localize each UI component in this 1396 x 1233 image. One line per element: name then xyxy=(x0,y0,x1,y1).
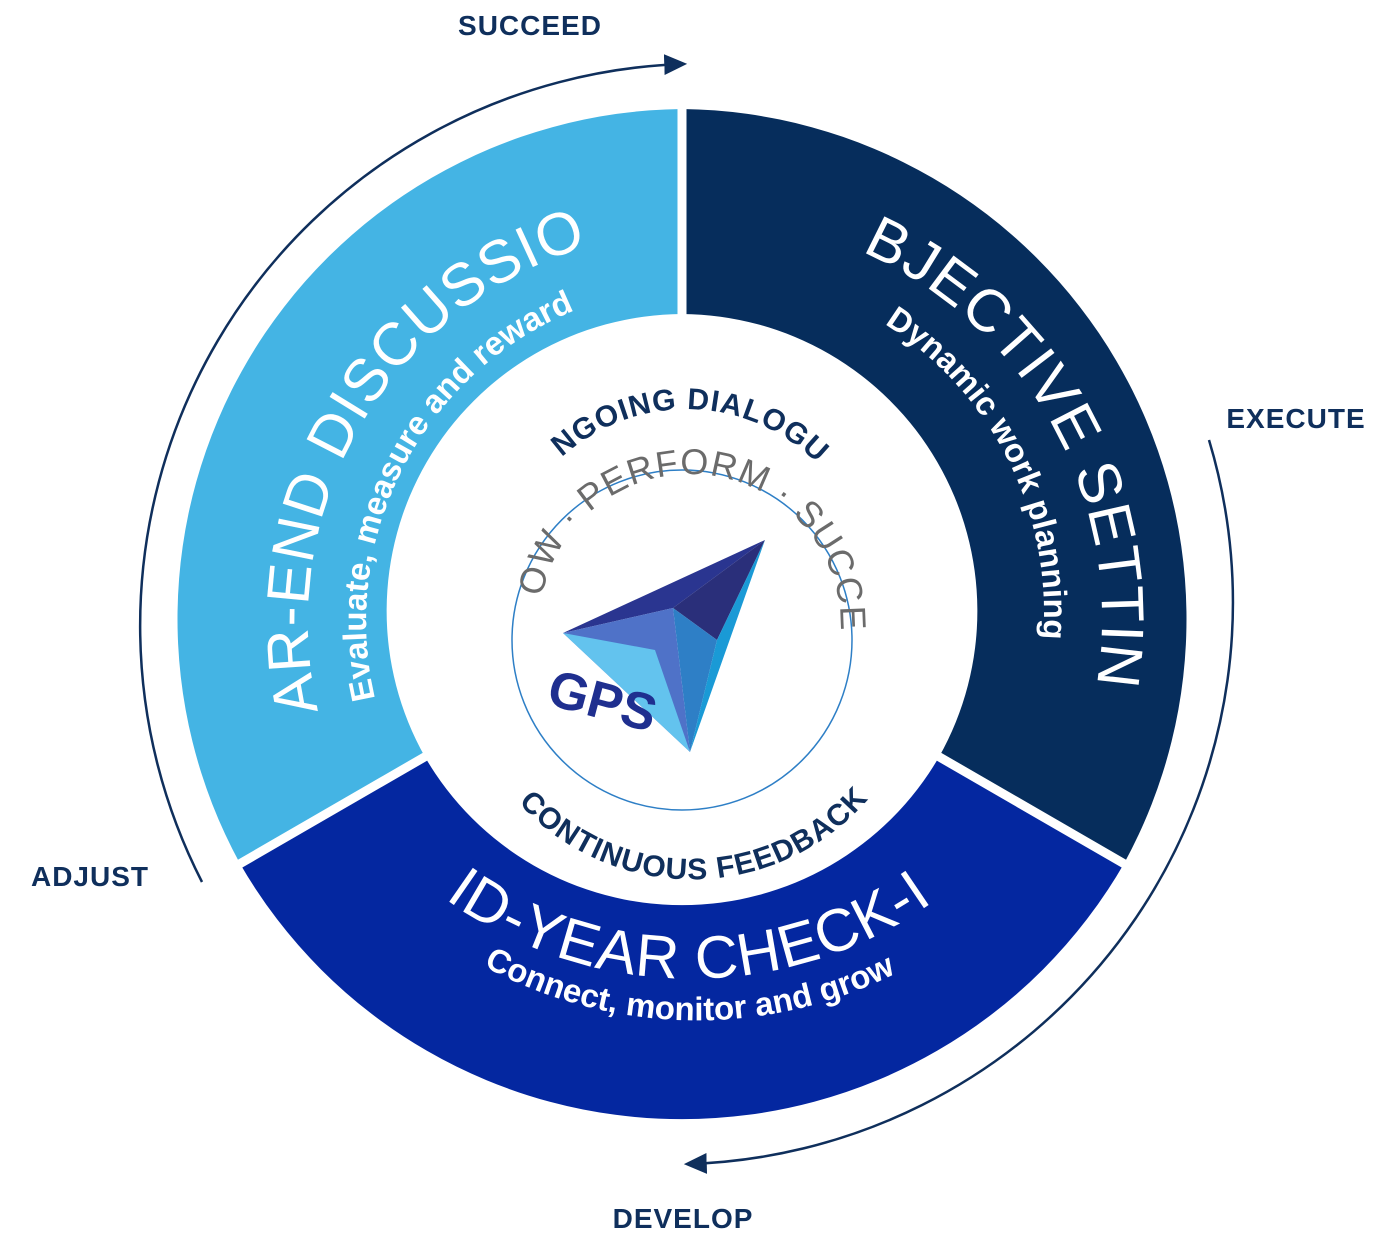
compass-arrow-icon xyxy=(563,540,765,752)
label-execute: EXECUTE xyxy=(1226,403,1365,434)
segment-divider xyxy=(933,751,1131,870)
outer-cycle xyxy=(138,54,1235,1174)
gps-logo-ring xyxy=(511,469,853,811)
segment-year-end-discussion[interactable] xyxy=(177,109,682,864)
label-succeed: SUCCEED xyxy=(458,10,602,41)
segment-mid-year-check-in[interactable] xyxy=(240,757,1124,1120)
segment-objective-setting[interactable] xyxy=(682,109,1187,864)
label-develop: DEVELOP xyxy=(613,1203,754,1233)
label-adjust: ADJUST xyxy=(31,861,149,892)
arc-execute-to-develop xyxy=(683,439,1235,1174)
segment-divider xyxy=(233,751,431,870)
arc-adjust-to-succeed xyxy=(138,54,688,883)
